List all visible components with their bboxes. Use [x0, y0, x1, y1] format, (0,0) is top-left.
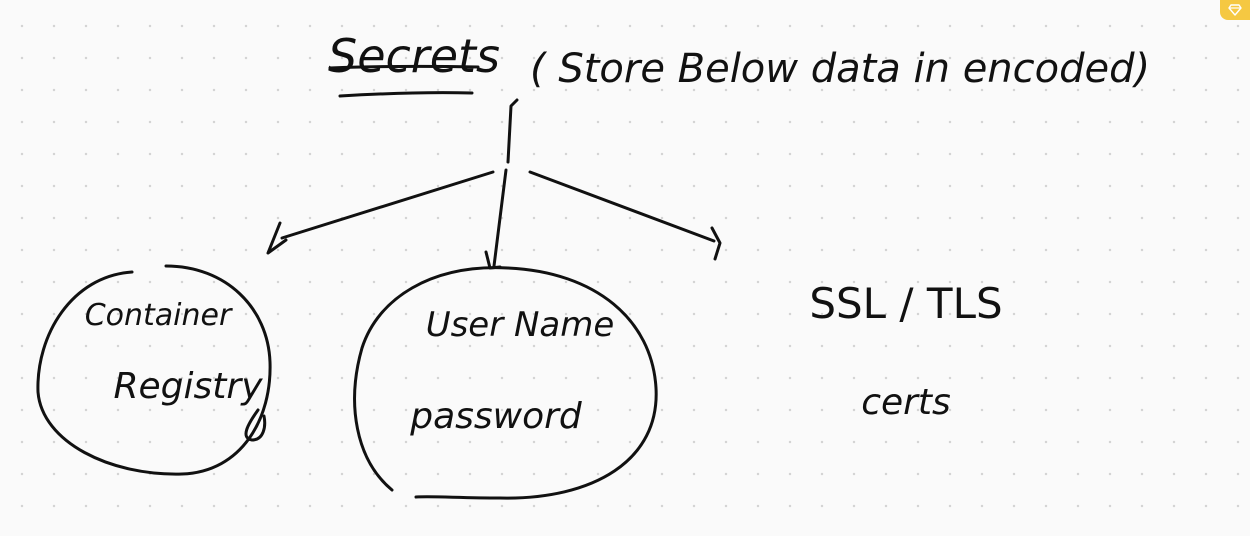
trunk-line	[506, 98, 519, 164]
title-text: Secrets	[328, 29, 500, 83]
arrowhead-left	[266, 221, 288, 255]
registry-label-line1: Container	[85, 298, 233, 333]
tls-label-line1: SSL / TLS	[809, 279, 1002, 328]
registry-circle	[36, 264, 272, 476]
title-underline-second	[338, 91, 474, 98]
credentials-label-line2: password	[409, 396, 583, 437]
branch-right	[528, 170, 716, 243]
subtitle-text: ( Store Below data in encoded)	[530, 46, 1150, 92]
branch-left	[280, 170, 495, 240]
tls-label-line2: certs	[861, 382, 951, 423]
credentials-circle	[353, 266, 658, 500]
credentials-label-line1: User Name	[426, 305, 615, 345]
arrowhead-right	[710, 226, 722, 261]
registry-label-line2: Registry	[114, 366, 264, 407]
branch-center	[492, 168, 508, 268]
title-underline	[328, 64, 480, 70]
diamond-icon	[1228, 1, 1242, 20]
registry-circle-tail	[244, 408, 267, 442]
corner-badge[interactable]	[1220, 0, 1250, 20]
